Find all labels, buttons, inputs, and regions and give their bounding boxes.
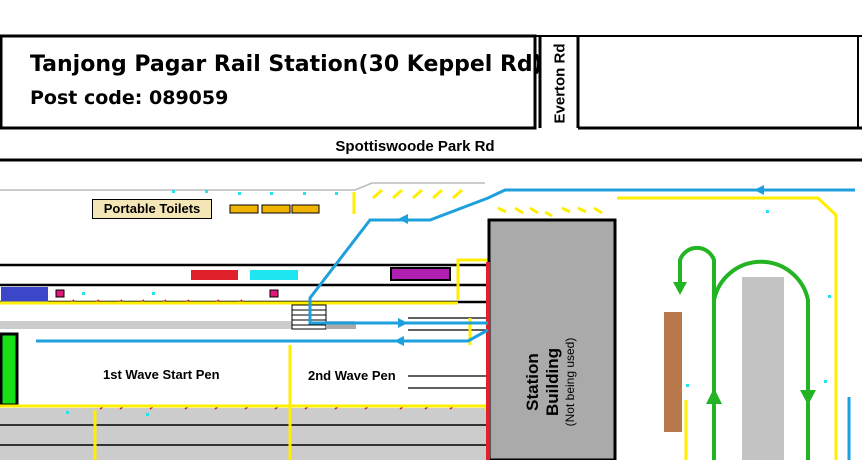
blue-route-arrows [394,185,764,346]
track-bed-upper [0,321,355,329]
pink-marker-1 [55,289,65,298]
green-route [678,245,810,460]
purple-marker [390,267,451,281]
marker-dots-top [82,190,831,387]
map-title: Tanjong Pagar Rail Station(30 Keppel Rd) [30,52,543,77]
site-edge-line [0,182,485,191]
spottiswoode-road-label: Spottiswoode Park Rd [335,138,495,155]
green-gantry [0,332,19,407]
everton-road-label: Everton Rd [551,43,569,124]
postcode-label: Post code: 089059 [30,87,229,109]
platform-lines [408,317,488,389]
grey-strip [742,277,784,460]
portable-toilets-label: Portable Toilets [92,199,212,219]
station-building-label: Station Building (Not being used) [523,322,577,442]
second-wave-pen-label: 2nd Wave Pen [308,368,396,383]
toilet-cubicles [229,204,320,214]
station-building [487,218,617,460]
title-block [0,34,537,130]
cyan-marker [250,270,298,280]
red-marker [191,270,238,280]
navy-marker [1,287,48,302]
marker-dots-lower [66,411,149,416]
brown-block [664,312,682,432]
stair-landing [326,322,356,329]
pink-marker-2 [269,289,279,298]
green-route-arrows [673,282,816,405]
lower-rails [0,424,490,446]
entrance-hatch [352,188,603,218]
station-building-name: Station Building [523,348,562,416]
first-wave-pen-label: 1st Wave Start Pen [103,367,220,382]
station-building-note: (Not being used) [563,337,577,427]
building-red-edge [486,262,490,460]
track-bed-lower [0,408,490,460]
